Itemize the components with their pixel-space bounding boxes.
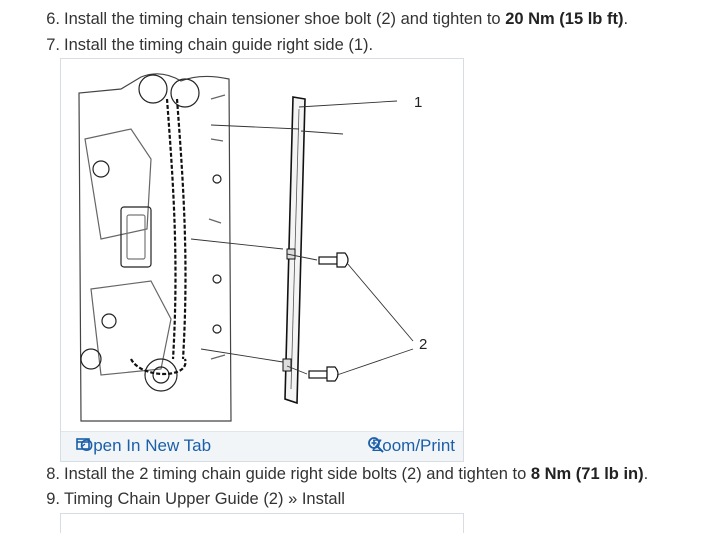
step-text: Install the timing chain guide right sid… [64, 36, 374, 54]
step-text-end: . [643, 465, 649, 483]
step-text: Timing Chain Upper Guide (2) » Install [64, 490, 345, 508]
open-in-new-tab-link[interactable]: Open In New Tab [75, 436, 211, 456]
open-in-new-tab-label: Open In New Tab [80, 436, 212, 455]
step-number: 6. [46, 10, 60, 28]
step-7: 7.Install the timing chain guide right s… [38, 34, 373, 56]
torque-value: 8 Nm (71 lb in) [530, 465, 644, 483]
timing-chain-guide-illustration: 1 2 [78, 73, 427, 422]
zoom-print-link[interactable]: Zoom/Print [367, 436, 455, 456]
step-9: 9.Timing Chain Upper Guide (2) » Install [38, 488, 345, 510]
figure-toolbar: Open In New Tab Zoom/Print [61, 431, 463, 461]
callout-1: 1 [414, 94, 422, 111]
step-number: 9. [46, 490, 60, 508]
step-8: 8.Install the 2 timing chain guide right… [38, 463, 648, 485]
next-illustration-figure [60, 513, 464, 533]
step-number: 7. [46, 36, 60, 54]
zoom-print-label: Zoom/Print [371, 436, 455, 455]
torque-value: 20 Nm (15 lb ft) [505, 10, 624, 28]
step-text: Install the timing chain tensioner shoe … [64, 10, 506, 28]
step-number: 8. [46, 465, 60, 483]
illustration-figure: 1 2 Open In New Tab Zoom/Print [60, 58, 464, 462]
callout-2: 2 [419, 336, 427, 353]
step-text: Install the 2 timing chain guide right s… [64, 465, 531, 483]
step-6: 6.Install the timing chain tensioner sho… [38, 8, 628, 30]
step-text-end: . [623, 10, 629, 28]
